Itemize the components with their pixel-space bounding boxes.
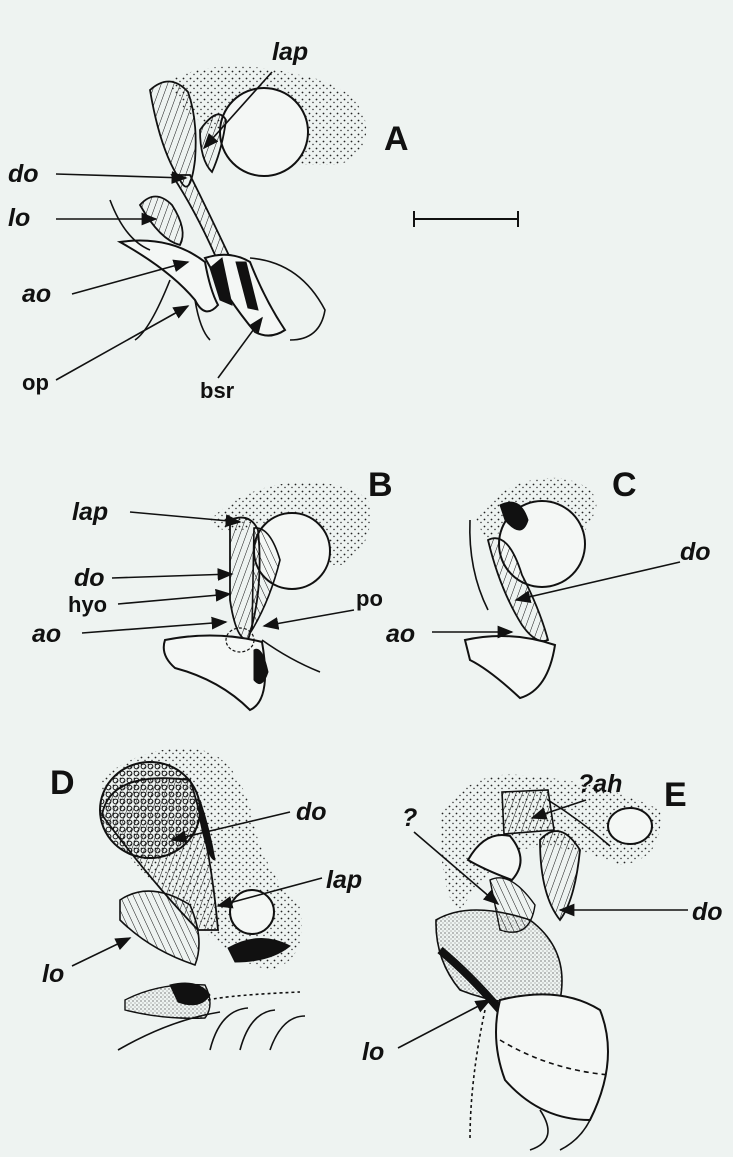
label-a-op: op xyxy=(22,370,49,395)
label-b-po: po xyxy=(356,586,383,611)
gill-region-e xyxy=(436,910,562,1003)
opercle-b xyxy=(164,635,265,710)
panel-letter-c: C xyxy=(612,466,637,504)
label-a-ao: ao xyxy=(22,280,51,308)
scale-bar xyxy=(414,211,518,227)
panel-c: do ao C xyxy=(386,466,711,698)
lo-muscle-a xyxy=(140,197,183,246)
panel-a: lap do lo ao op bsr A xyxy=(8,38,518,403)
eye-circle xyxy=(220,88,308,176)
label-b-lap: lap xyxy=(72,498,108,526)
dark-shade-b xyxy=(254,649,268,683)
opercle-e xyxy=(496,994,608,1120)
label-b-hyo: hyo xyxy=(68,592,107,617)
panel-letter-e: E xyxy=(664,776,687,814)
panel-b: lap do hyo ao po B xyxy=(32,466,393,710)
label-a-bsr: bsr xyxy=(200,378,235,403)
do-muscle-e xyxy=(540,831,580,920)
label-d-lap: lap xyxy=(326,866,362,894)
label-b-do: do xyxy=(74,564,105,592)
label-a-lap: lap xyxy=(272,38,308,66)
label-e-do: do xyxy=(692,898,723,926)
label-e-lo: lo xyxy=(362,1038,384,1066)
label-e-q: ? xyxy=(402,804,417,832)
ah-muscle-e xyxy=(502,790,554,834)
lap-muscle-a xyxy=(150,81,196,186)
eye-circle-e xyxy=(608,808,652,844)
panel-letter-b: B xyxy=(368,466,393,504)
label-c-do: do xyxy=(680,538,711,566)
panel-d: do lap lo D xyxy=(42,749,362,1051)
label-d-lo: lo xyxy=(42,960,64,988)
label-d-do: do xyxy=(296,798,327,826)
label-a-do: do xyxy=(8,160,39,188)
opercle-c xyxy=(465,636,555,698)
label-e-ah: ?ah xyxy=(578,770,622,798)
panel-letter-d: D xyxy=(50,764,75,802)
label-c-ao: ao xyxy=(386,620,415,648)
label-b-ao: ao xyxy=(32,620,61,648)
panel-e: ?ah ? do lo E xyxy=(362,770,723,1150)
panel-letter-a: A xyxy=(384,120,409,158)
label-a-lo: lo xyxy=(8,204,30,232)
